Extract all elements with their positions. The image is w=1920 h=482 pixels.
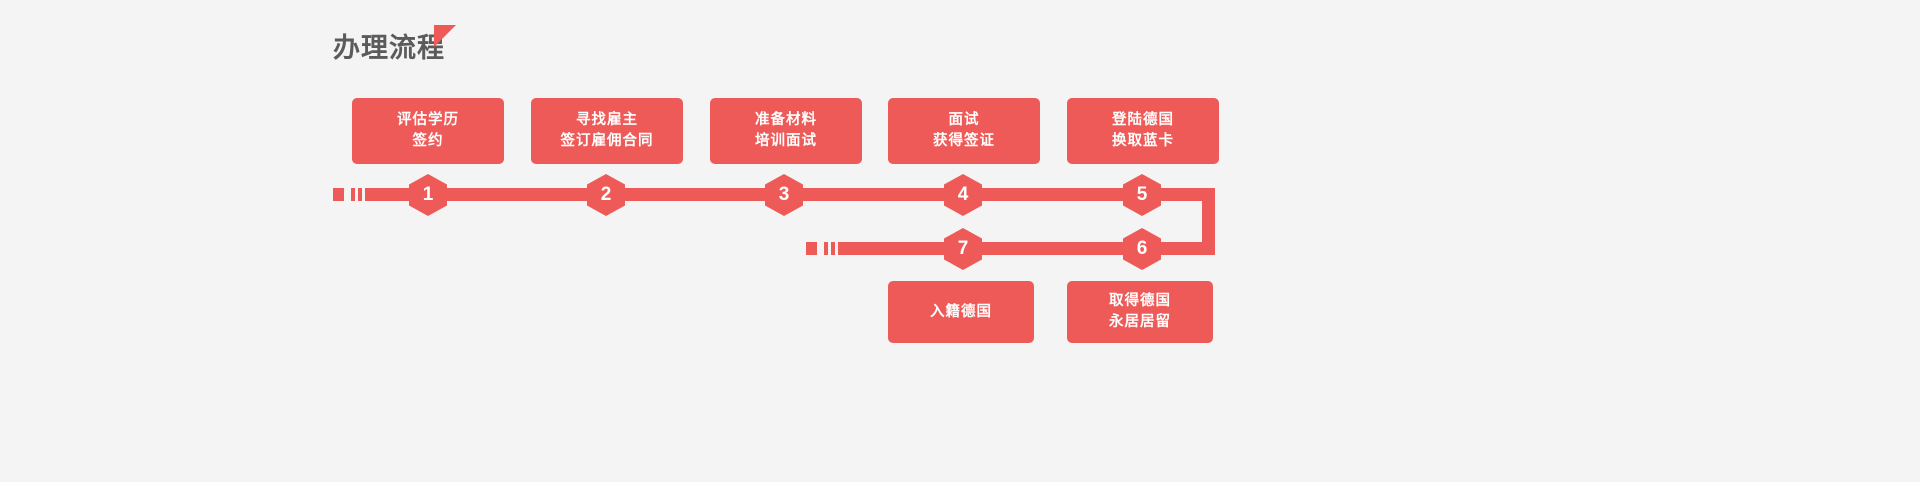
process-card-4[interactable]: 面试 获得签证 (888, 98, 1040, 164)
process-card-1-line2: 签约 (412, 133, 444, 149)
dash-bar-6-icon (838, 242, 842, 255)
process-card-2-line2: 签订雇佣合同 (560, 133, 654, 149)
process-card-1-line1: 评估学历 (397, 112, 459, 128)
timeline-row2-rail (842, 242, 1215, 255)
dash-bar-1-icon (351, 188, 355, 201)
dash-square-icon-2 (806, 242, 817, 255)
process-card-6[interactable]: 取得德国 永居居留 (1067, 281, 1213, 343)
step-badge-4[interactable]: 4 (944, 174, 982, 216)
process-card-3-line2: 培训面试 (755, 133, 817, 149)
triangle-accent-icon (434, 25, 456, 47)
dash-bar-4-icon (824, 242, 828, 255)
dash-bar-5-icon (831, 242, 835, 255)
step-badge-6[interactable]: 6 (1123, 228, 1161, 270)
process-card-5[interactable]: 登陆德国 换取蓝卡 (1067, 98, 1219, 164)
step-badge-1[interactable]: 1 (409, 174, 447, 216)
page-title: 办理流程 (333, 25, 456, 70)
page-title-text: 办理流程 (333, 33, 445, 63)
dash-bar-2-icon (358, 188, 362, 201)
process-card-2[interactable]: 寻找雇主 签订雇佣合同 (531, 98, 683, 164)
process-card-7[interactable]: 入籍德国 (888, 281, 1034, 343)
step-badge-7[interactable]: 7 (944, 228, 982, 270)
process-card-5-line1: 登陆德国 (1112, 112, 1174, 128)
process-card-7-line1: 入籍德国 (930, 303, 992, 320)
process-card-4-line1: 面试 (948, 112, 980, 128)
dash-bar-3-icon (365, 188, 369, 201)
process-card-4-line2: 获得签证 (933, 133, 995, 149)
timeline-row2-dash-start (806, 242, 846, 255)
timeline-elbow-vertical (1202, 188, 1215, 255)
step-badge-5[interactable]: 5 (1123, 174, 1161, 216)
process-card-3-line1: 准备材料 (755, 112, 817, 128)
step-badge-2[interactable]: 2 (587, 174, 625, 216)
process-card-6-line2: 永居居留 (1109, 314, 1171, 330)
process-card-1[interactable]: 评估学历 签约 (352, 98, 504, 164)
step-badge-3[interactable]: 3 (765, 174, 803, 216)
process-card-6-line1: 取得德国 (1109, 293, 1171, 309)
process-card-5-line2: 换取蓝卡 (1112, 133, 1174, 149)
timeline-row1-dash-start (333, 188, 373, 201)
process-card-3[interactable]: 准备材料 培训面试 (710, 98, 862, 164)
process-card-2-line1: 寻找雇主 (576, 112, 638, 128)
dash-square-icon (333, 188, 344, 201)
